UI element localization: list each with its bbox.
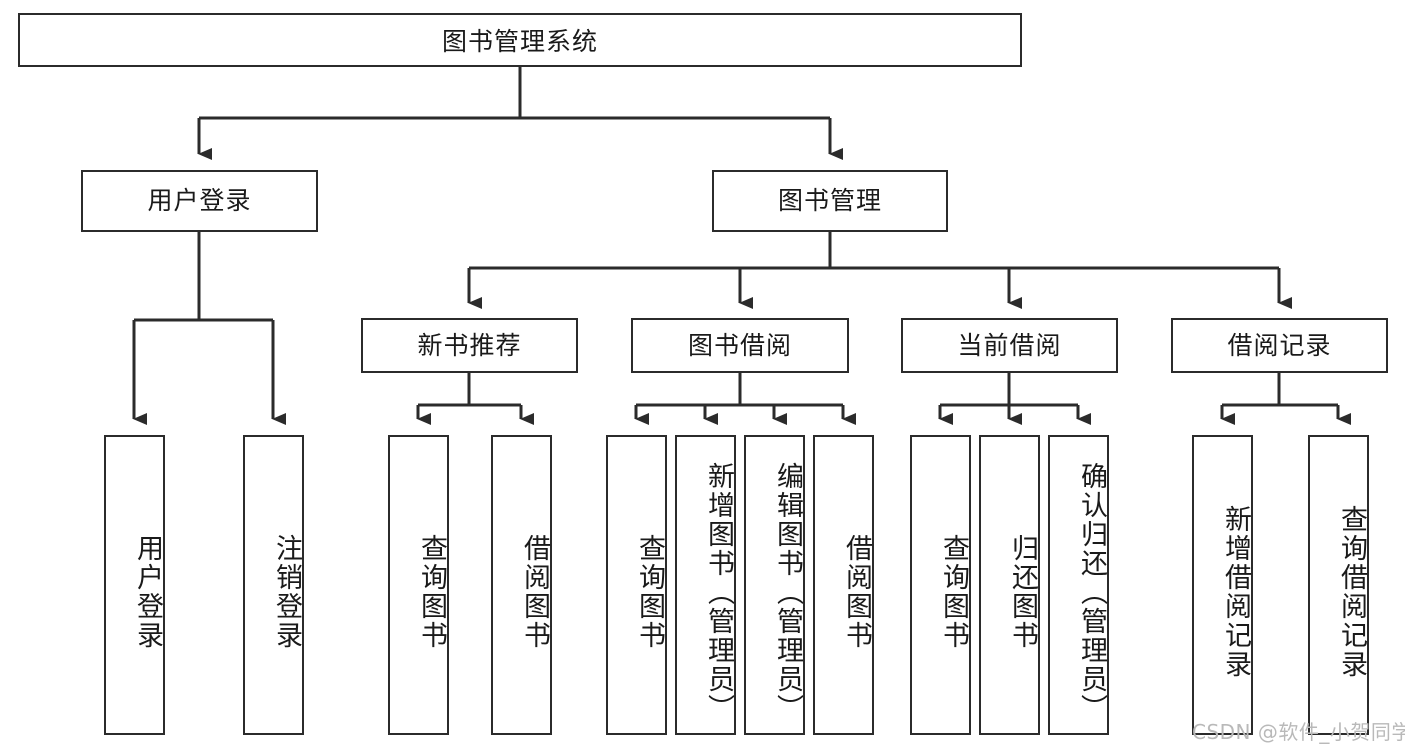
node-leaf-return-book[interactable]: 归还图书: [979, 435, 1040, 735]
node-leaf-query-book-borrow[interactable]: 查询图书: [606, 435, 667, 735]
node-label: 归还图书: [1007, 534, 1038, 650]
node-new-book-recommend[interactable]: 新书推荐: [361, 318, 578, 373]
node-label: 查询借阅记录: [1336, 505, 1367, 679]
node-label: 新增借阅记录: [1220, 505, 1251, 679]
node-label: 图书管理: [777, 186, 882, 216]
node-label: 图书借阅: [687, 330, 792, 360]
node-leaf-borrow-book-recommend[interactable]: 借阅图书: [491, 435, 552, 735]
node-label: 图书管理系统: [441, 27, 598, 56]
node-label: 查询图书: [634, 534, 665, 650]
node-label: 新增图书（管理员）: [703, 461, 734, 723]
node-leaf-logout[interactable]: 注销登录: [243, 435, 304, 735]
node-leaf-add-borrow-record[interactable]: 新增借阅记录: [1192, 435, 1253, 735]
node-book-borrow[interactable]: 图书借阅: [631, 318, 849, 373]
node-label: 借阅图书: [841, 534, 872, 650]
node-leaf-edit-book-admin[interactable]: 编辑图书（管理员）: [744, 435, 805, 735]
csdn-watermark: CSDN @软件_小贺同学: [1192, 716, 1405, 745]
node-current-borrow[interactable]: 当前借阅: [901, 318, 1118, 373]
node-leaf-query-borrow-record[interactable]: 查询借阅记录: [1308, 435, 1369, 735]
node-label: 注销登录: [271, 534, 302, 650]
node-leaf-confirm-return-admin[interactable]: 确认归还（管理员）: [1048, 435, 1109, 735]
node-label: 用户登录: [132, 534, 163, 650]
node-book-management[interactable]: 图书管理: [712, 170, 948, 232]
node-leaf-borrow-book[interactable]: 借阅图书: [813, 435, 874, 735]
node-label: 确认归还（管理员）: [1076, 461, 1107, 723]
node-label: 借阅图书: [519, 534, 550, 650]
node-user-login[interactable]: 用户登录: [81, 170, 318, 232]
node-label: 查询图书: [938, 534, 969, 650]
node-root-system[interactable]: 图书管理系统: [18, 13, 1022, 67]
node-label: 查询图书: [416, 534, 447, 650]
node-leaf-add-book-admin[interactable]: 新增图书（管理员）: [675, 435, 736, 735]
node-label: 当前借阅: [957, 330, 1062, 360]
node-leaf-query-book-recommend[interactable]: 查询图书: [388, 435, 449, 735]
node-label: 新书推荐: [417, 330, 522, 360]
node-label: 借阅记录: [1227, 330, 1332, 360]
watermark-text: CSDN @软件_小贺同学: [1192, 720, 1405, 744]
node-leaf-query-book-current[interactable]: 查询图书: [910, 435, 971, 735]
node-leaf-user-login[interactable]: 用户登录: [104, 435, 165, 735]
node-borrow-record[interactable]: 借阅记录: [1171, 318, 1388, 373]
node-label: 用户登录: [147, 186, 252, 216]
node-label: 编辑图书（管理员）: [772, 461, 803, 723]
